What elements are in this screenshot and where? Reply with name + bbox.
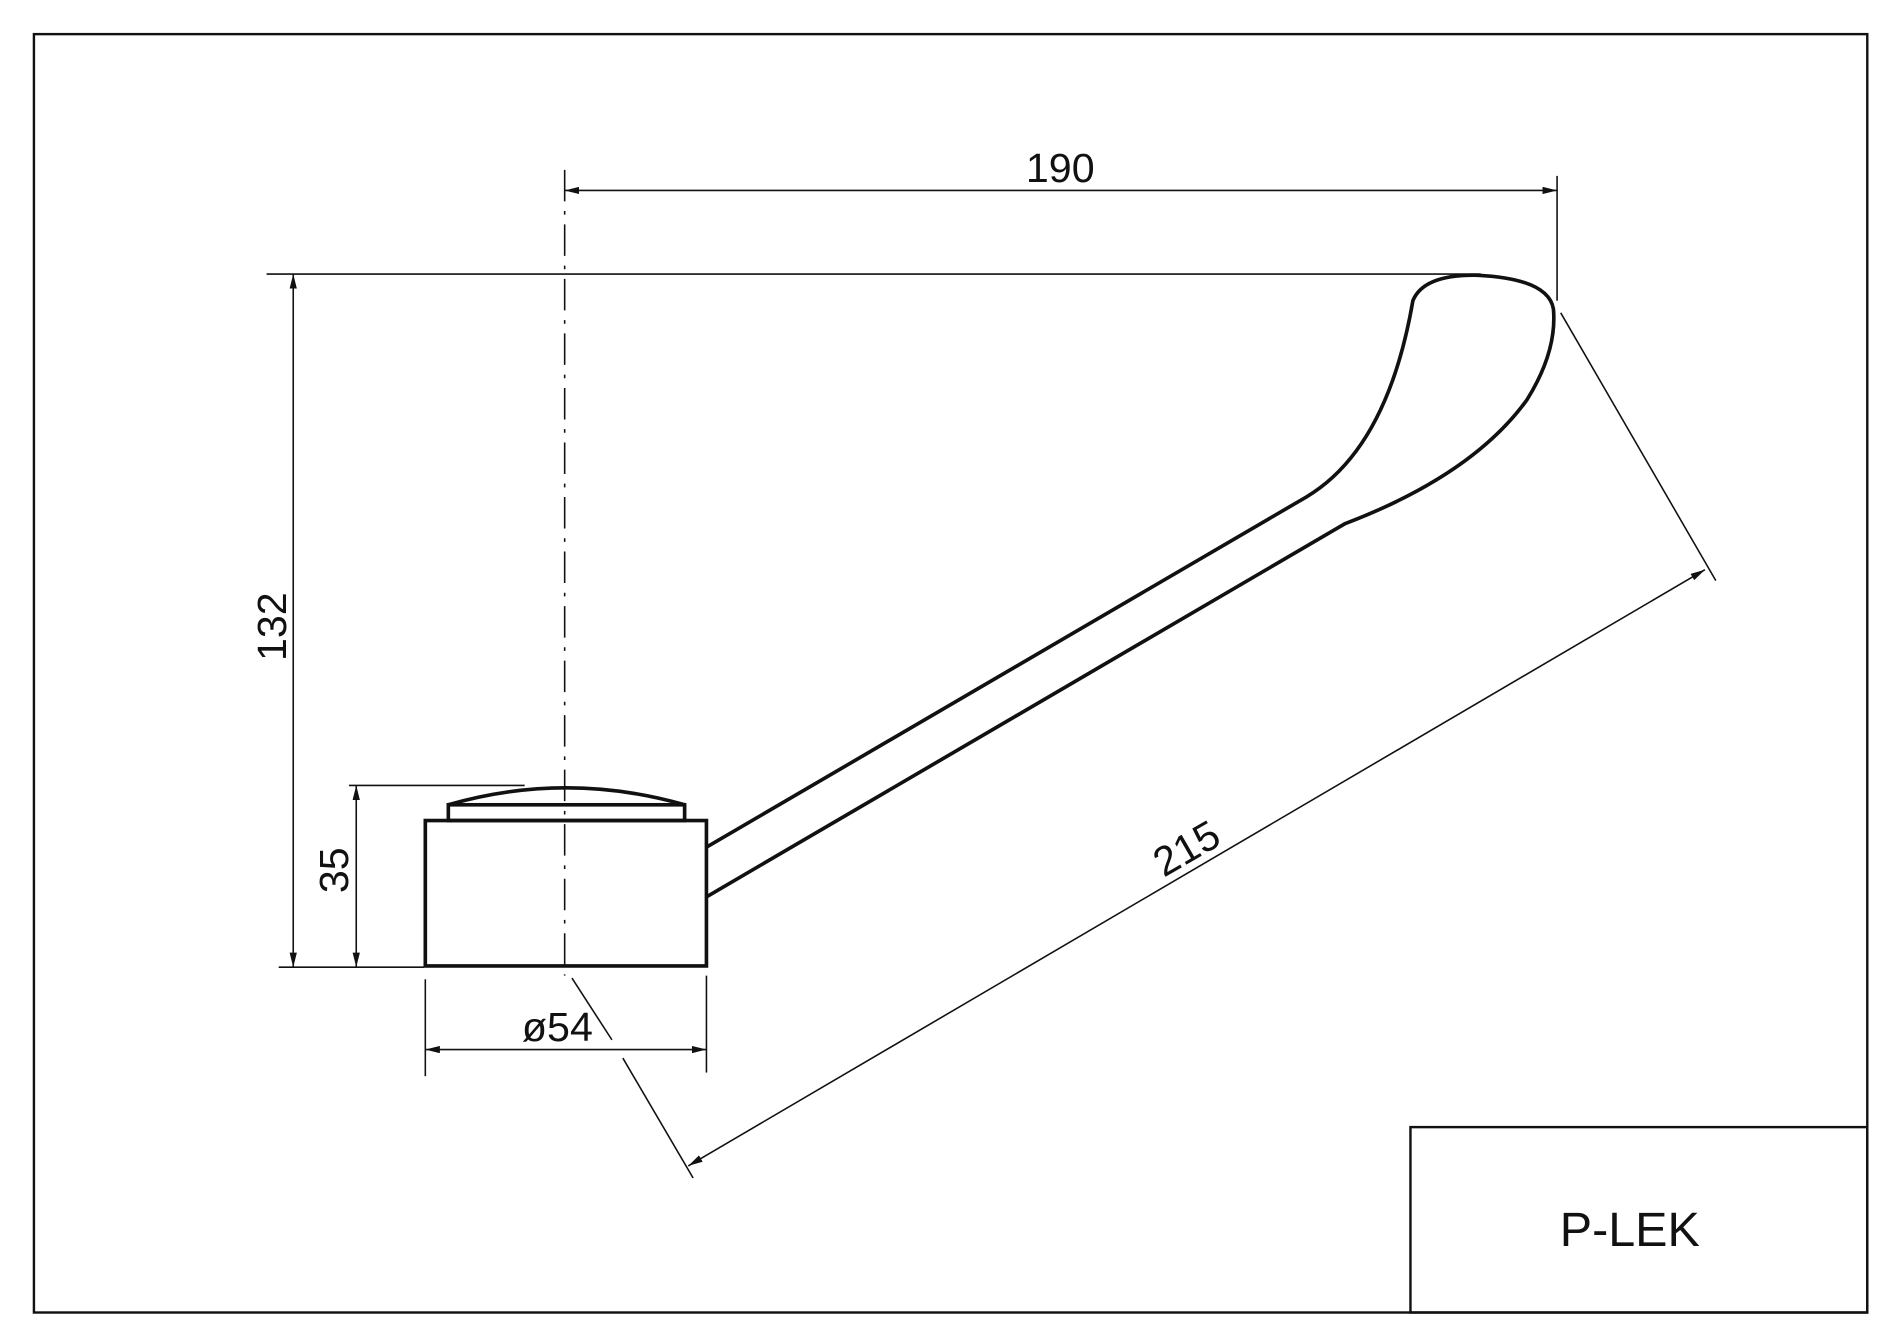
part-code: P-LEK: [1560, 1203, 1700, 1257]
title-block: P-LEK: [1409, 1125, 1869, 1314]
dimension-190: 190: [564, 145, 1558, 301]
faucet-handle: [705, 273, 1556, 899]
dimension-label: ø54: [522, 1004, 593, 1050]
dimension-54: ø54: [424, 975, 708, 1077]
dimension-label: 132: [249, 592, 295, 661]
dimension-132: 132: [249, 273, 1481, 968]
dimension-35: 35: [311, 784, 525, 968]
dimension-label: 215: [1145, 811, 1228, 885]
drawing-border: [32, 32, 1869, 1314]
dimension-label: 190: [1026, 145, 1095, 191]
faucet-base: [423, 786, 709, 968]
dimension-label: 35: [311, 847, 357, 893]
dimension-215: 215: [571, 312, 1717, 1179]
